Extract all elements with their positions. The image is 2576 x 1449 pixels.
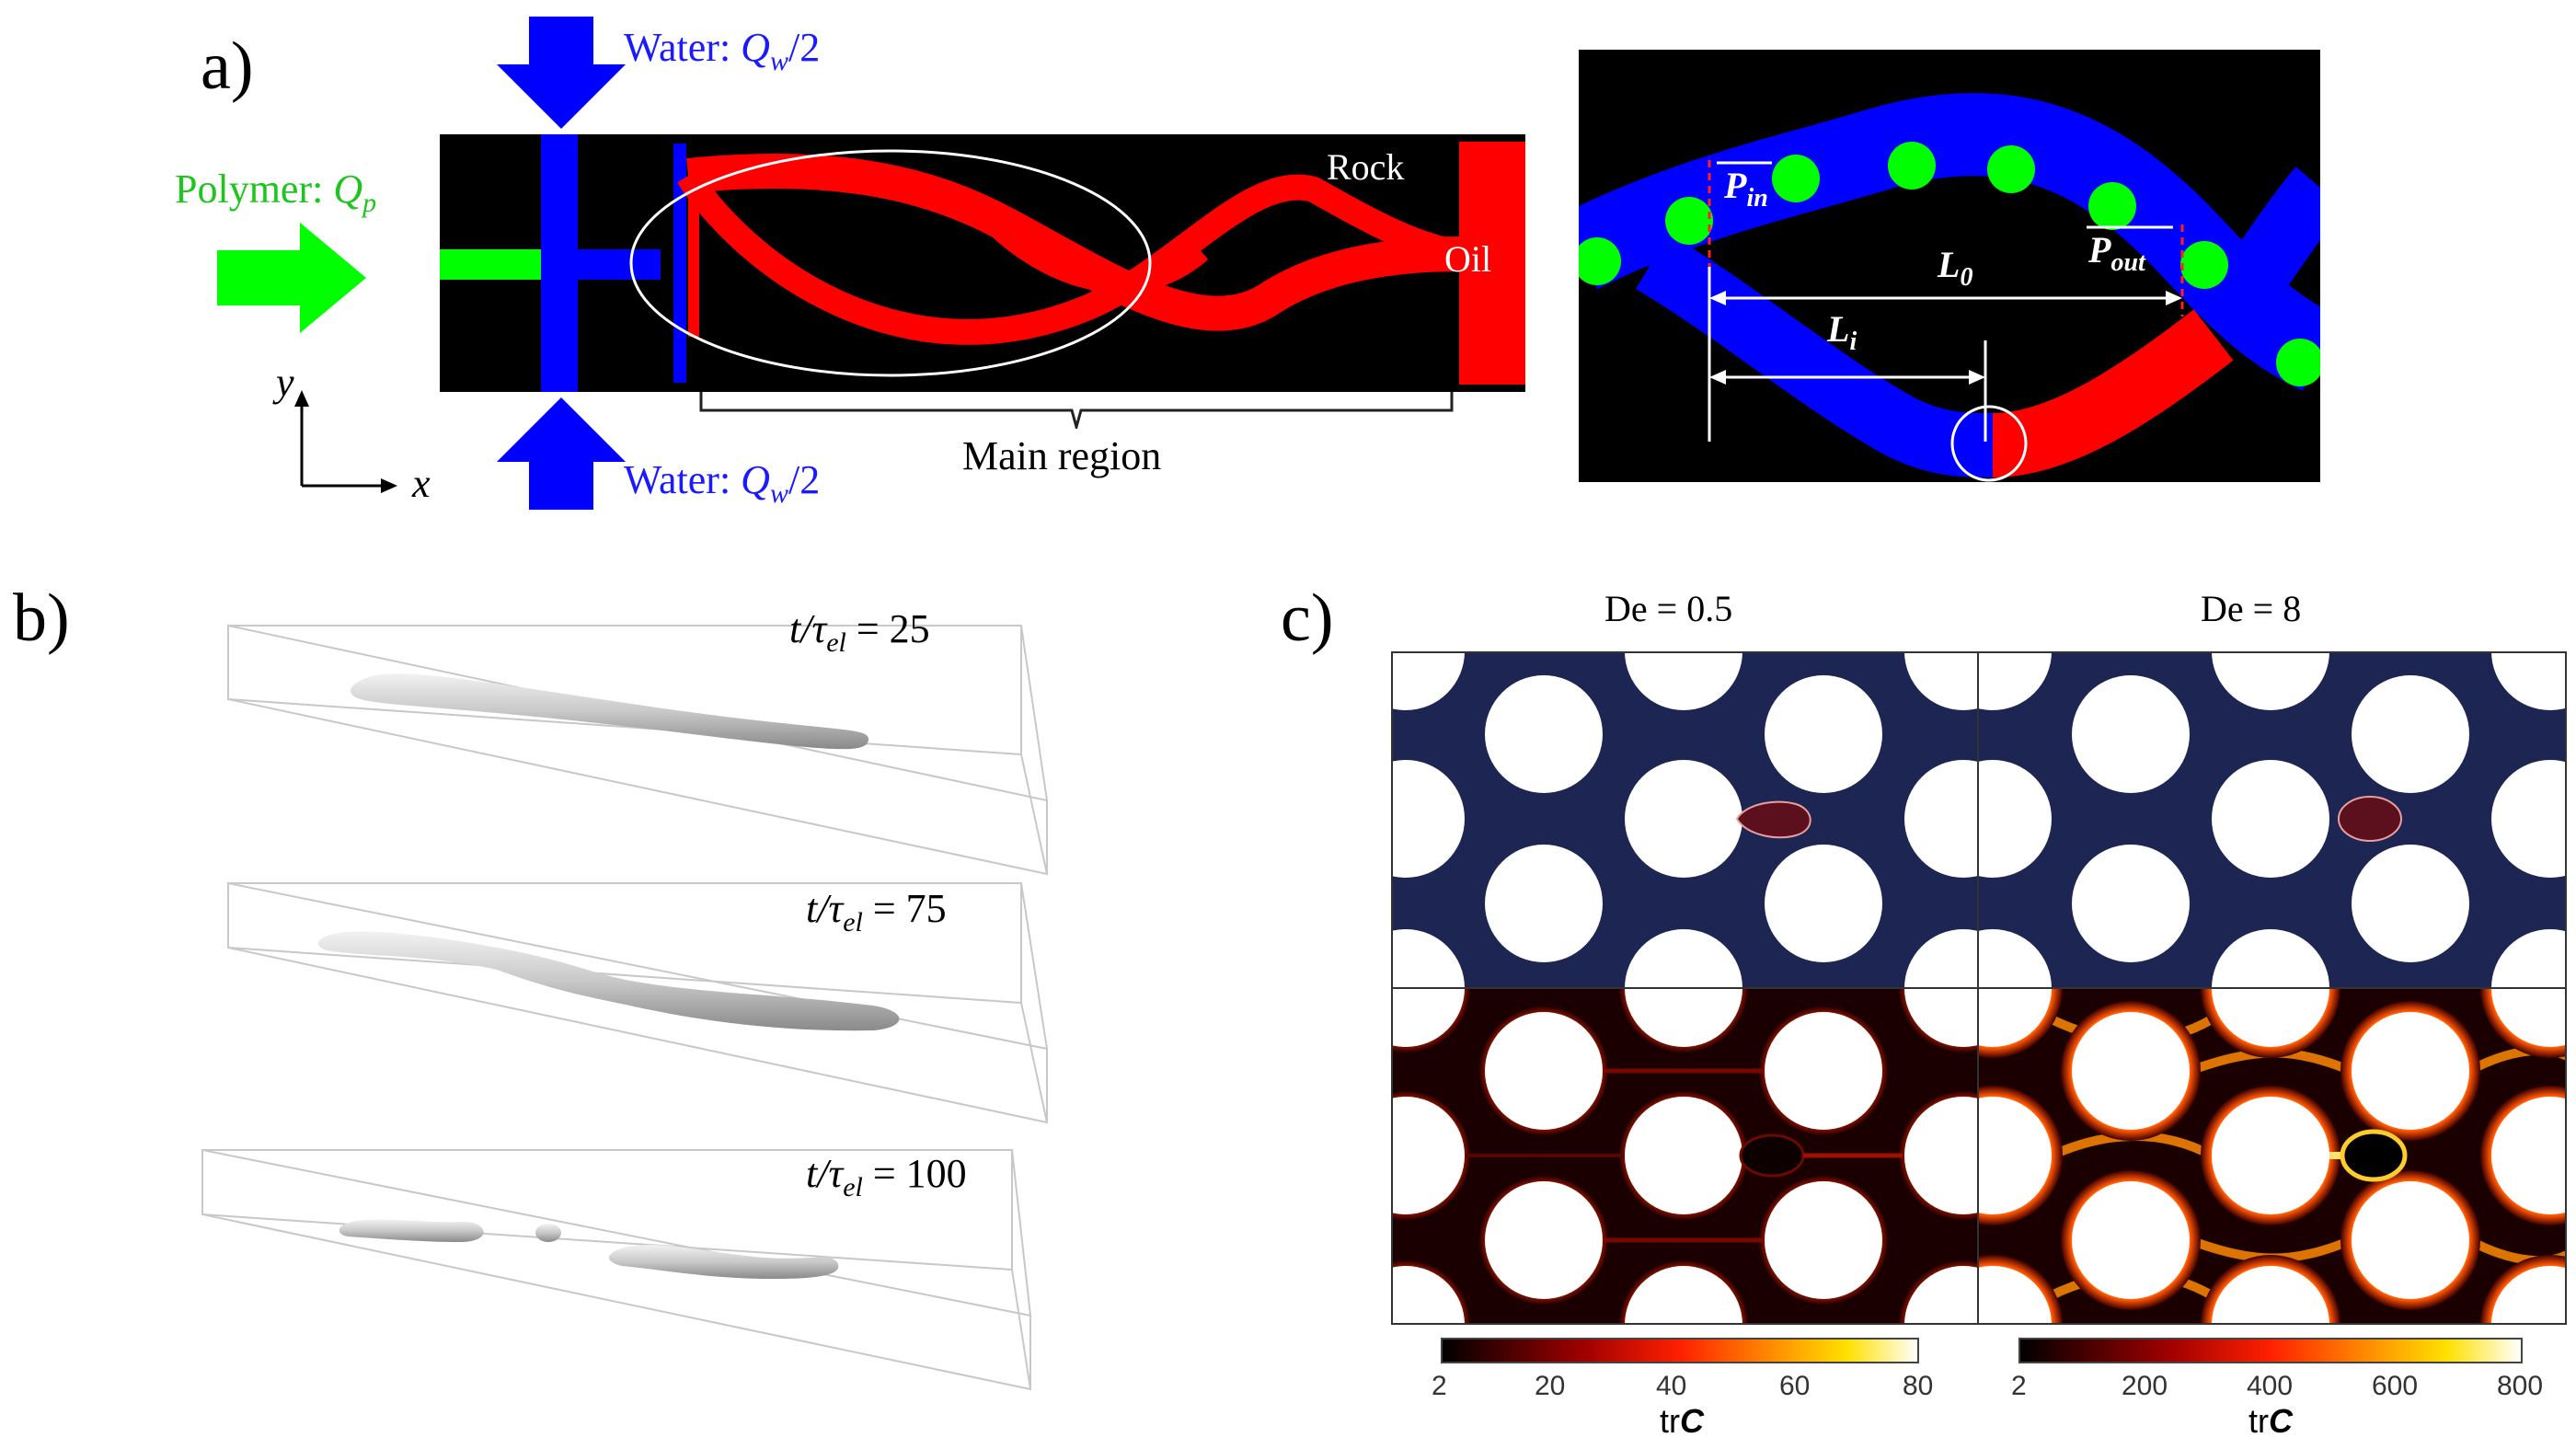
droplet-snapshots [201,624,1048,1391]
droplet-3b [535,1224,561,1242]
panel-b-label: b) [13,581,70,656]
channel-diagram [440,134,1525,392]
simulation-panels [1391,651,2567,1325]
colorbar-left [1441,1338,1919,1363]
axis-y-label: y [276,360,294,405]
cb-left-label: trC [1660,1402,1704,1440]
droplet-2 [317,931,900,1031]
main-region-bracket [699,392,1454,429]
p-out-label: Pout [2088,229,2145,277]
snapshot-label-3: t/τel = 100 [806,1151,967,1202]
cb-left-tick-3: 60 [1779,1371,1811,1401]
cb-right-tick-0: 2 [2011,1371,2027,1401]
de-left-title: De = 0.5 [1604,588,1733,629]
cb-right-tick-1: 200 [2122,1371,2168,1401]
water-top-label: Water: Qw/2 [624,25,821,76]
cb-left-tick-4: 80 [1903,1371,1934,1401]
de-right-title: De = 8 [2201,588,2302,629]
polymer-arrow-icon [217,223,366,333]
water-bottom-arrow-icon [497,397,626,510]
snapshot-label-1: t/τel = 25 [789,606,930,658]
axis-x-label: x [412,461,431,506]
p-in-label: Pin [1724,165,1768,213]
snapshot-label-2: t/τel = 75 [806,886,947,937]
water-top-arrow-icon [497,17,626,129]
l0-label: L0 [1938,244,1973,292]
droplet-1 [350,673,869,750]
panel-c-label: c) [1281,581,1334,656]
droplet-3a [339,1219,484,1242]
panel-a-label: a) [201,29,254,104]
droplet-3c [608,1245,839,1279]
oil-label: Oil [1444,238,1492,280]
cb-right-label: trC [2248,1402,2293,1440]
water-bottom-label: Water: Qw/2 [624,457,821,509]
rock-label: Rock [1327,146,1405,188]
cb-right-tick-3: 600 [2372,1371,2419,1401]
cb-left-tick-0: 2 [1432,1371,1447,1401]
cb-right-tick-4: 800 [2497,1371,2544,1401]
cb-right-tick-2: 400 [2247,1371,2294,1401]
li-label: Li [1827,308,1857,356]
cb-left-tick-1: 20 [1535,1371,1566,1401]
axes-icon [294,390,397,493]
polymer-label: Polymer: Qp [175,167,377,218]
inset-diagram [1579,50,2320,482]
main-region-label: Main region [962,433,1162,478]
colorbar-right [2018,1338,2523,1363]
cb-left-tick-2: 40 [1656,1371,1687,1401]
